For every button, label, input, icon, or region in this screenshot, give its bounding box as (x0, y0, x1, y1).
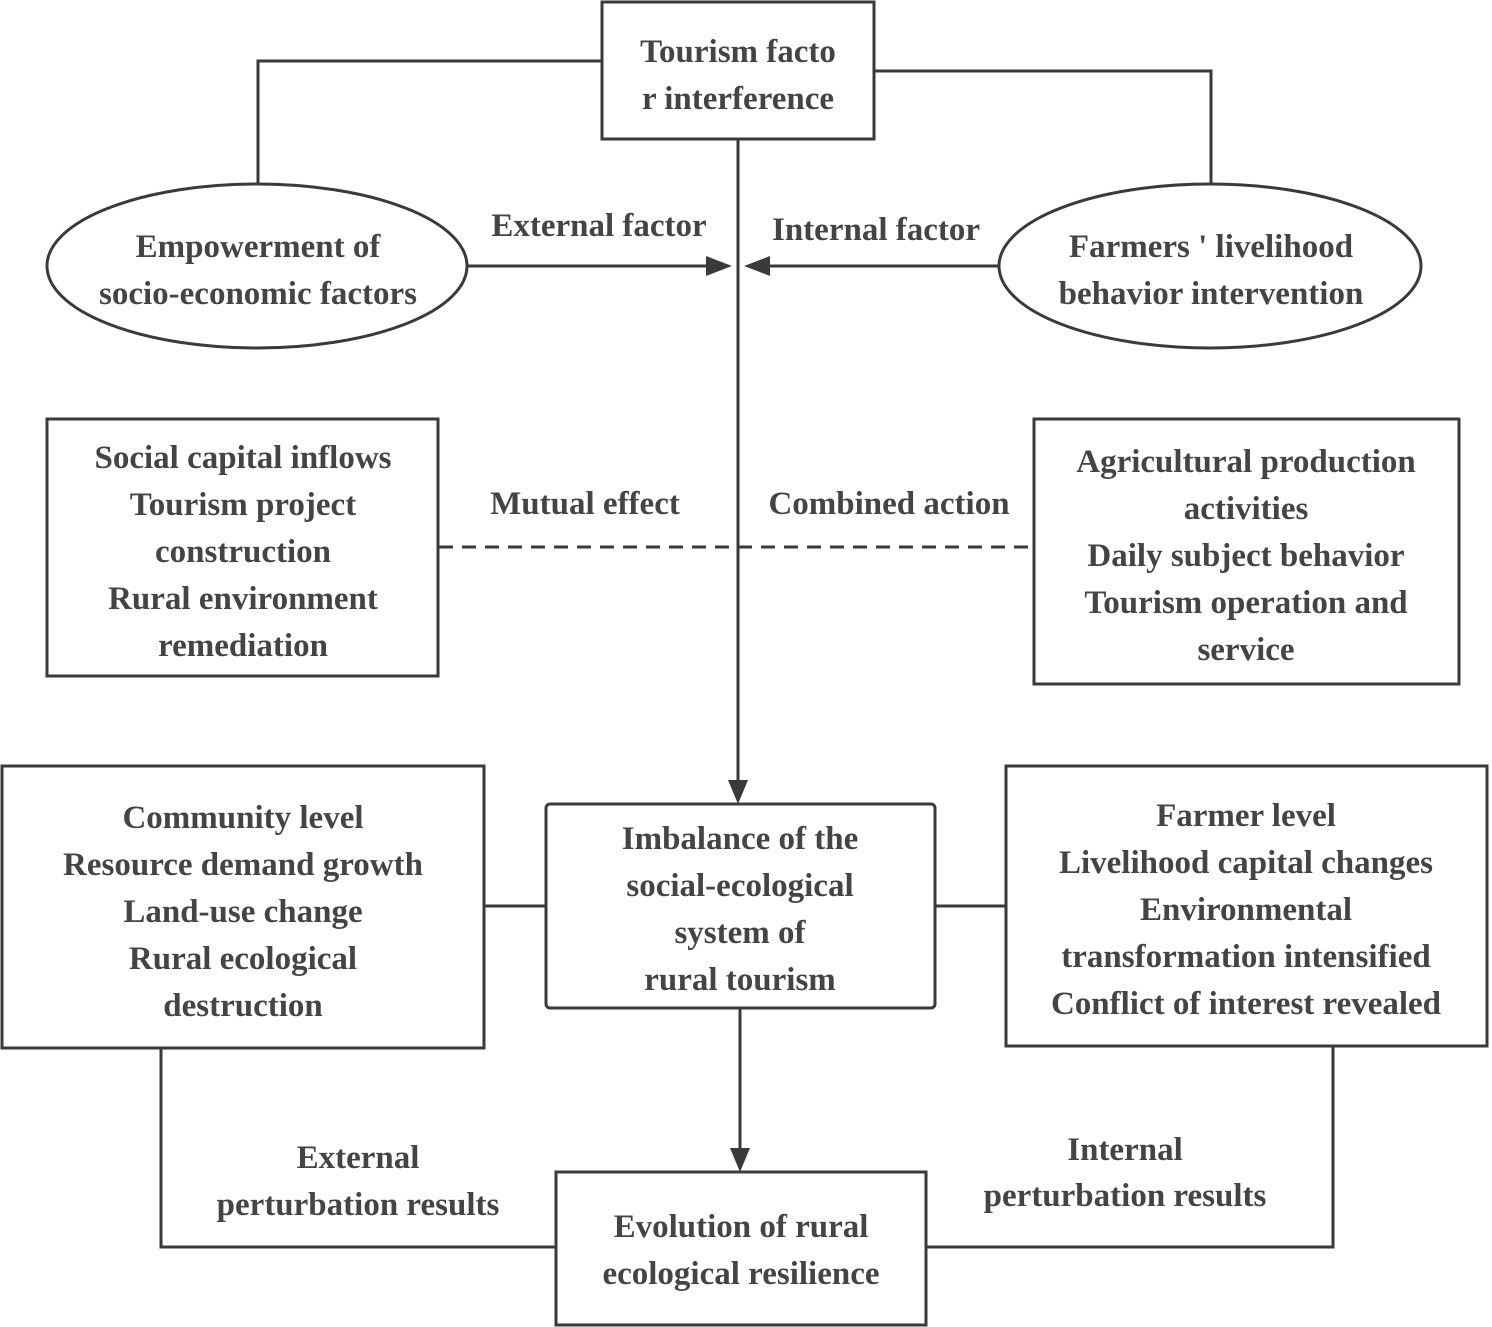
empowerment-ellipse (45, 182, 469, 350)
tourism-factor-line-1: Tourism facto (640, 34, 836, 70)
agricultural-line-1: Agricultural production (1076, 444, 1416, 480)
connectors (159, 59, 1335, 1249)
imbalance-label: Imbalance of the social-ecological system … (622, 821, 858, 998)
node-labels: Tourism facto r interference Empowerment … (63, 34, 1441, 1292)
connector-top-to-farmers-behavior (874, 69, 1213, 184)
external-perturbation-line-1: External (297, 1140, 420, 1176)
social-capital-line-5: remediation (158, 628, 328, 664)
community-line-2: Resource demand growth (63, 847, 423, 883)
tourism-factor-box (600, 0, 876, 141)
agricultural-line-2: activities (1184, 491, 1309, 527)
arrowheads (706, 256, 770, 1172)
external-perturbation-line-2: perturbation results (217, 1187, 500, 1223)
internal-factor-line-1: Internal factor (772, 212, 980, 248)
farmer-level-box (1004, 764, 1489, 1048)
social-capital-line-3: construction (155, 534, 331, 570)
social-capital-line-4: Rural environment (108, 581, 378, 617)
farmer-level-line-5: Conflict of interest revealed (1051, 986, 1441, 1022)
internal-perturbation-line-2: perturbation results (984, 1178, 1267, 1214)
empowerment-line-1: Empowerment of (136, 229, 382, 265)
farmers-behavior-line-1: Farmers ' livelihood (1069, 229, 1353, 265)
arrowhead-into-evolution (730, 1148, 750, 1172)
agricultural-line-5: service (1197, 632, 1294, 668)
evolution-line-1: Evolution of rural (614, 1209, 869, 1245)
connector-top-to-empowerment (256, 59, 602, 184)
imbalance-line-4: rural tourism (644, 962, 836, 998)
farmers-behavior-ellipse (997, 182, 1423, 350)
farmers-behavior-line-2: behavior intervention (1059, 276, 1364, 312)
tourism-factor-label: Tourism facto r interference (640, 34, 836, 117)
agricultural-line-4: Tourism operation and (1084, 585, 1407, 621)
farmers-behavior-label: Farmers ' livelihood behavior interventio… (1059, 229, 1364, 312)
edge-labels: External factor Internal factor Mutual e… (217, 208, 1267, 1223)
combined-action-label: Combined action (768, 486, 1009, 522)
external-perturbation-label: External perturbation results (217, 1140, 500, 1223)
external-factor-label: External factor (491, 208, 706, 244)
community-line-5: destruction (163, 988, 323, 1024)
mutual-effect-line-1: Mutual effect (490, 486, 680, 522)
arrowhead-external-factor (706, 256, 732, 276)
community-line-4: Rural ecological (129, 941, 357, 977)
imbalance-line-1: Imbalance of the (622, 821, 858, 857)
mutual-effect-label: Mutual effect (490, 486, 680, 522)
agricultural-line-3: Daily subject behavior (1087, 538, 1404, 574)
arrowhead-internal-factor (744, 256, 770, 276)
farmer-level-line-2: Livelihood capital changes (1059, 845, 1433, 881)
agricultural-box (1032, 417, 1461, 686)
empowerment-line-2: socio-economic factors (99, 276, 417, 312)
imbalance-line-3: system of (674, 915, 806, 951)
connector-community-to-evolution (159, 1048, 556, 1249)
social-capital-line-2: Tourism project (130, 487, 356, 523)
community-line-1: Community level (122, 800, 363, 836)
farmer-level-line-3: Environmental (1140, 892, 1352, 928)
connector-farmer-level-to-evolution (926, 1042, 1335, 1249)
arrowhead-into-imbalance (728, 780, 748, 804)
internal-factor-label: Internal factor (772, 212, 980, 248)
internal-perturbation-line-1: Internal (1067, 1132, 1183, 1168)
evolution-line-2: ecological resilience (602, 1256, 879, 1292)
community-line-3: Land-use change (123, 894, 362, 930)
imbalance-box (544, 802, 937, 1010)
social-capital-line-1: Social capital inflows (94, 440, 391, 476)
evolution-box (554, 1170, 928, 1327)
external-factor-line-1: External factor (491, 208, 706, 244)
social-capital-box (45, 417, 440, 678)
community-box (0, 764, 486, 1050)
evolution-label: Evolution of rural ecological resilience (602, 1209, 879, 1292)
farmer-level-line-4: transformation intensified (1061, 939, 1430, 975)
internal-perturbation-label: Internal perturbation results (984, 1132, 1267, 1214)
tourism-factor-line-2: r interference (642, 81, 834, 117)
imbalance-line-2: social-ecological (626, 868, 853, 904)
empowerment-label: Empowerment of socio-economic factors (99, 229, 417, 312)
combined-action-line-1: Combined action (768, 486, 1009, 522)
farmer-level-line-1: Farmer level (1156, 798, 1336, 834)
